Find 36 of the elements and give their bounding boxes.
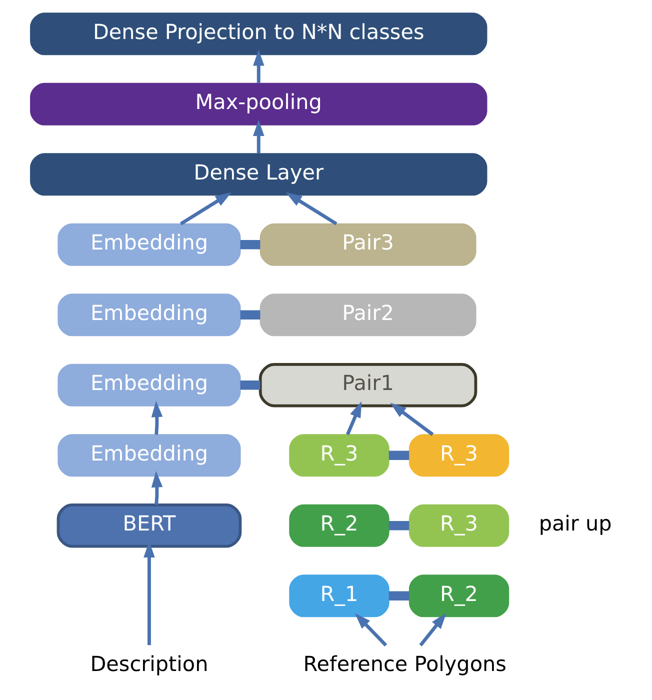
node-box: Embedding [58,434,241,477]
node-text: Reference Polygons [303,652,506,676]
arrow [180,192,232,226]
node-box: Embedding [58,294,241,336]
label: pair up [538,512,612,536]
connector [388,450,410,460]
node-box: R_2 [289,504,390,547]
node-box: Embedding [58,364,241,406]
node-box: R_3 [408,434,510,477]
node-box: Dense Layer [30,153,488,196]
node-box: BERT [56,503,242,548]
arrow [151,471,163,505]
node-box: Max-pooling [30,82,488,126]
node-box: R_3 [289,434,390,477]
arrow [390,402,434,436]
node-box: R_3 [408,504,510,547]
connector [240,380,260,390]
arrow [419,612,446,646]
arrow [286,192,338,226]
node-box: R_2 [408,574,510,618]
connector [240,310,260,320]
arrow [346,401,362,436]
arrow [354,613,388,647]
node-box: Embedding [58,223,241,266]
connector [240,240,260,250]
node-box: R_1 [289,574,390,618]
node-text: Description [90,652,208,676]
node-box: Dense Projection to N*N classes [30,12,488,56]
node-box: Pair3 [260,223,476,266]
connector [388,521,410,530]
arrow [151,400,163,435]
arrow [252,50,264,84]
node-box: Pair2 [260,294,476,336]
connector [388,591,410,600]
node-box: Pair1 [258,362,478,408]
arrow [252,120,264,154]
